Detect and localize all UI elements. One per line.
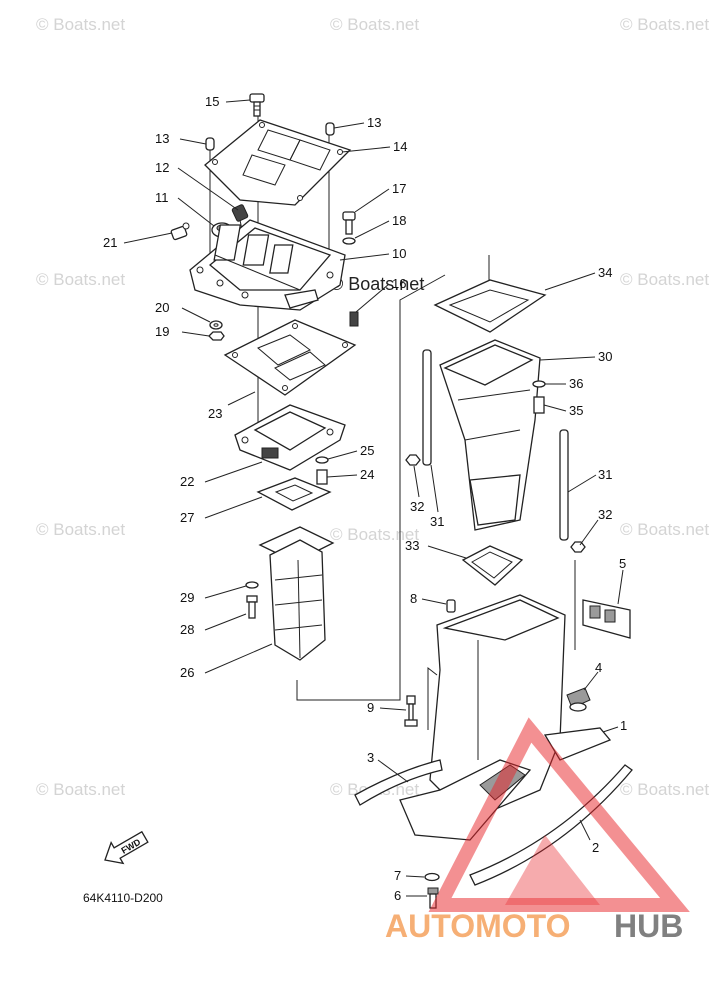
callout-label: 33	[405, 538, 419, 553]
watermark: © Boats.net	[36, 520, 125, 539]
part-pin-8	[446, 599, 456, 613]
callout-label: 2	[592, 840, 599, 855]
part-bolt-17	[342, 211, 356, 235]
callout-label: 27	[180, 510, 194, 525]
part-grille-5	[582, 599, 631, 639]
part-seal-31	[422, 349, 569, 541]
leader-lines	[123, 99, 624, 897]
callout-label: 4	[595, 660, 602, 675]
part-washer-25	[315, 456, 329, 464]
fwd-arrow-icon: FWD	[104, 830, 149, 865]
watermark: © Boats.net	[620, 780, 709, 799]
logo-text-auto: AUTOMOTO	[385, 908, 570, 944]
callout-label: 11	[155, 190, 169, 205]
part-bolt-24	[316, 469, 328, 485]
callout-label: 1	[620, 718, 627, 733]
callout-label: 5	[619, 556, 626, 571]
part-bolt-16	[349, 311, 359, 327]
part-washer-18	[342, 237, 356, 245]
part-upper-case-30	[439, 339, 541, 531]
part-gasket-27	[256, 477, 332, 511]
callout-label: 19	[155, 324, 169, 339]
callout-label: 16	[392, 276, 406, 291]
callout-label: 30	[598, 349, 612, 364]
callout-label: 14	[393, 139, 407, 154]
callout-label: 10	[392, 246, 406, 261]
callout-label: 31	[430, 514, 444, 529]
watermark: © Boats.net	[36, 780, 125, 799]
callout-label: 12	[155, 160, 169, 175]
callout-label: 17	[392, 181, 406, 196]
watermark: © Boats.net	[36, 270, 125, 289]
part-strip-2	[469, 764, 633, 886]
watermark: © Boats.net	[330, 525, 419, 544]
part-dowel-pin-13	[205, 122, 335, 151]
callout-label: 35	[569, 403, 583, 418]
callout-label: 31	[598, 467, 612, 482]
part-strip-3	[354, 759, 443, 806]
callout-label: 20	[155, 300, 169, 315]
part-exhaust-pipe-26	[258, 526, 335, 661]
part-nut-19	[208, 331, 225, 341]
callout-label: 13	[155, 131, 169, 146]
part-exhaust-guide-22	[234, 404, 346, 471]
callout-label: 26	[180, 665, 194, 680]
watermark: © Boats.net	[620, 15, 709, 34]
part-fitting-21	[170, 222, 190, 241]
diagram-code: 64K4110-D200	[83, 891, 163, 905]
part-upper-housing-10	[189, 219, 346, 311]
callout-label: 3	[367, 750, 374, 765]
part-bolt-35	[533, 396, 545, 414]
watermark-center: © Boats.net	[330, 274, 424, 294]
callout-label: 34	[598, 265, 612, 280]
callout-label: 25	[360, 443, 374, 458]
callout-labels: 15 13 13 14 12 11 17 18 21 10 16 34 20 1…	[103, 94, 627, 903]
logo-text-hub: HUB	[614, 908, 683, 944]
watermark: © Boats.net	[330, 15, 419, 34]
callout-label: 32	[410, 499, 424, 514]
part-bolt-15	[249, 93, 265, 117]
automotohub-logo: AUTOMOTO HUB	[385, 717, 690, 944]
callout-label: 15	[205, 94, 219, 109]
callout-label: 29	[180, 590, 194, 605]
watermark-layer: © Boats.net © Boats.net © Boats.net © Bo…	[36, 15, 709, 799]
callout-label: 8	[410, 591, 417, 606]
part-washer-20	[209, 320, 223, 330]
part-seal-33	[461, 545, 524, 586]
callout-label: 24	[360, 467, 374, 482]
part-bolt-9	[404, 695, 418, 727]
part-gasket-14	[204, 119, 352, 206]
callout-label: 32	[598, 507, 612, 522]
part-nut-32	[405, 454, 586, 553]
watermark: © Boats.net	[620, 520, 709, 539]
part-washer-29	[245, 581, 259, 589]
part-washer-7	[424, 872, 440, 882]
callout-label: 7	[394, 868, 401, 883]
watermark: © Boats.net	[620, 270, 709, 289]
callout-label: 13	[367, 115, 381, 130]
callout-label: 28	[180, 622, 194, 637]
callout-label: 22	[180, 474, 194, 489]
callout-label: 18	[392, 213, 406, 228]
part-gasket-34	[433, 279, 547, 333]
callout-label: 23	[208, 406, 222, 421]
part-lower-case-1	[399, 594, 612, 841]
part-bolt-28	[246, 595, 258, 619]
part-plug-4	[566, 687, 591, 712]
part-gasket-23	[223, 319, 357, 396]
callout-label: 6	[394, 888, 401, 903]
callout-label: 21	[103, 235, 117, 250]
callout-label: 36	[569, 376, 583, 391]
watermark: © Boats.net	[36, 15, 125, 34]
callout-label: 9	[367, 700, 374, 715]
part-washer-36	[532, 380, 546, 388]
